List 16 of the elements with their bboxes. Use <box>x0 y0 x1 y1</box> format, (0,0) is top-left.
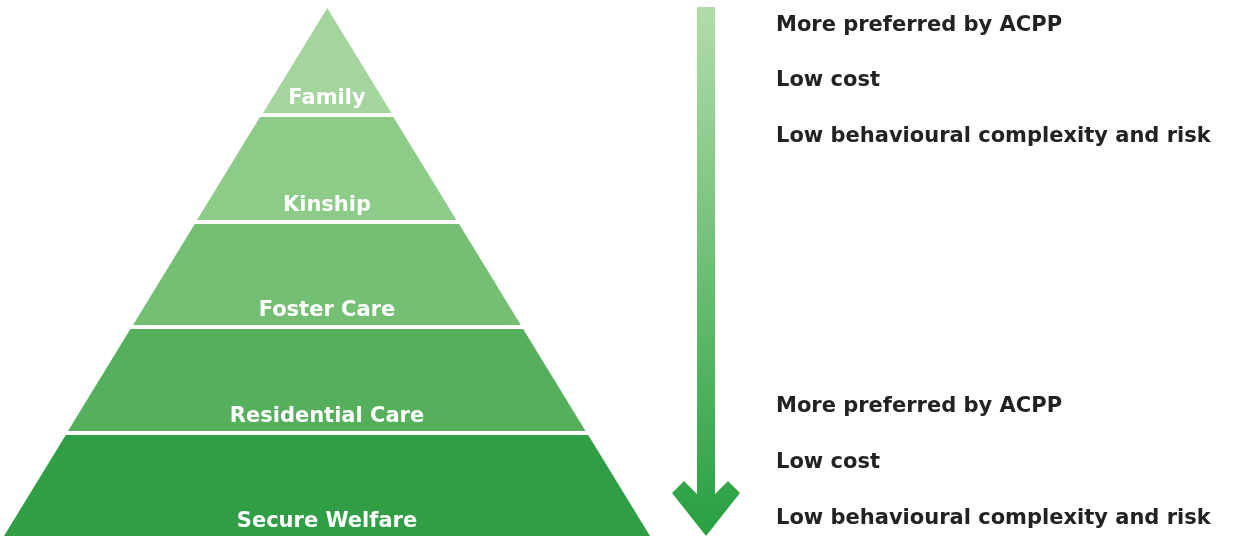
tier-label: Residential Care <box>228 403 426 427</box>
tier-label: Family <box>287 85 367 109</box>
annotation-text: Low cost <box>776 449 880 473</box>
annotation-text: Low behavioural complexity and risk <box>776 505 1211 529</box>
pyramid-tier <box>68 329 586 431</box>
pyramid-tier <box>133 224 521 325</box>
annotation-text: Low cost <box>776 67 880 91</box>
annotation-text: More preferred by ACPP <box>776 12 1063 36</box>
annotation-text: Low behavioural complexity and risk <box>776 123 1211 147</box>
pyramid-tier <box>4 435 650 536</box>
annotation-text: More preferred by ACPP <box>776 393 1063 417</box>
pyramid-tier <box>197 117 457 220</box>
tier-label: Secure Welfare <box>235 508 419 532</box>
pyramid-tier <box>262 8 392 113</box>
tier-label: Kinship <box>281 192 373 216</box>
tier-label: Foster Care <box>257 297 397 321</box>
